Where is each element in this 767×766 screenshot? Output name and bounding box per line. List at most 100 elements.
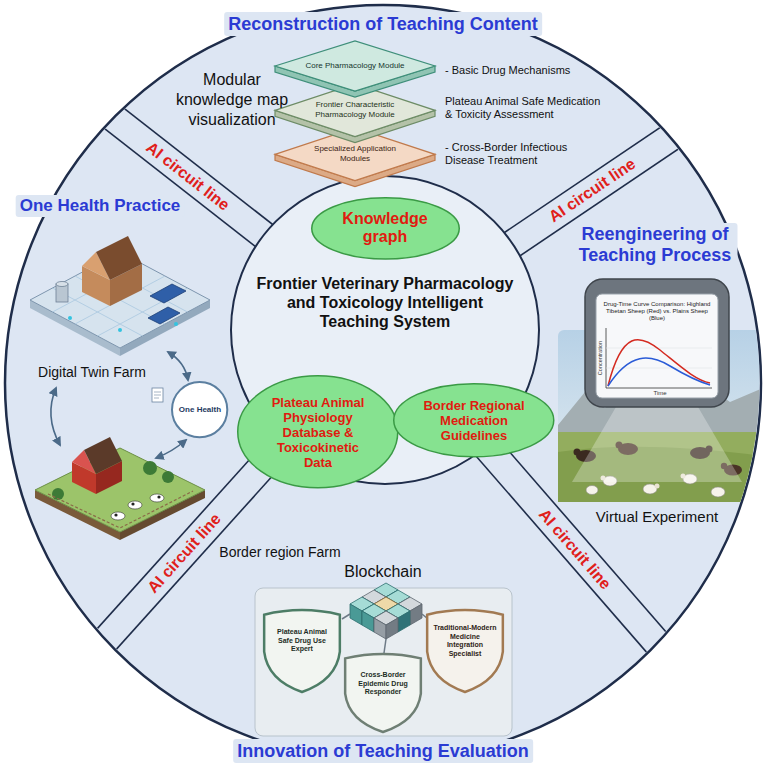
resource-ellipse: Knowledge graph: [311, 197, 460, 260]
label-anchor: Reengineering of Teaching Process: [573, 223, 738, 267]
node-text: One Health: [179, 405, 221, 415]
section-heading: Reengineering of Teaching Process: [573, 223, 738, 267]
vr-scene: [572, 407, 742, 482]
chart-title: Drug-Time Curve Comparison: Highland Tib…: [598, 301, 716, 322]
label-anchor: - Basic Drug Mechanisms: [445, 64, 570, 77]
border-region-farm: [131, 502, 134, 505]
label-anchor: Plateau Animal Safe Medication & Toxicit…: [445, 95, 610, 121]
node-text: Knowledge graph: [335, 210, 435, 246]
node-text: Border Regional Medication Guidelines: [419, 398, 529, 443]
role-shield: Traditional-Modern Medicine Integration …: [422, 608, 508, 692]
band-line: [477, 56, 767, 252]
axis-label: Time: [653, 390, 666, 397]
border-region-farm: [143, 461, 157, 475]
ai-circuit-band: [6, 30, 767, 694]
band-label: AI circuit line: [545, 154, 639, 226]
label-anchor: Concentration: [597, 341, 604, 375]
one-health-arrows: [51, 388, 60, 445]
node-text: Core Pharmacology Module: [305, 61, 404, 71]
border-region-farm: [150, 494, 164, 502]
border-region-farm: [162, 471, 174, 483]
resource-ellipse-outline: [311, 197, 459, 258]
illustration-caption: Virtual Experiment: [596, 508, 718, 526]
vr-scene: [586, 486, 598, 495]
node-text: Specialized Application Modules: [305, 144, 405, 163]
label-anchor: Blockchain: [344, 562, 421, 581]
digital-twin-farm: [30, 236, 210, 356]
resource-ellipse-outline: [394, 384, 554, 457]
blockchain-panel: [255, 588, 512, 736]
vr-headset: [596, 294, 718, 398]
module-layer-outline: [275, 84, 435, 137]
vr-headset: [608, 358, 710, 386]
illustration-caption: Digital Twin Farm: [38, 364, 146, 381]
digital-twin-farm: [118, 328, 122, 332]
digital-twin-farm: [174, 322, 178, 326]
module-note: - Cross-Border Infectious Disease Treatm…: [445, 141, 610, 167]
vr-headset: [585, 279, 729, 407]
module-note: - Basic Drug Mechanisms: [445, 64, 570, 77]
role-shield-outline: [264, 610, 340, 692]
resource-ellipse: Plateau Animal Physiology Database & Tox…: [237, 375, 399, 489]
one-health-arrows: [168, 352, 188, 380]
blockchain-panel: [342, 614, 350, 619]
axis-label: Concentration: [597, 341, 604, 375]
module-note: Plateau Animal Safe Medication & Toxicit…: [445, 95, 610, 121]
vr-headset: [606, 388, 712, 389]
one-health-arrows: [154, 398, 159, 399]
section-heading: Innovation of Teaching Evaluation: [233, 739, 533, 763]
illustration-caption: Blockchain: [344, 562, 421, 581]
node-text: Traditional-Modern Medicine Integration …: [433, 624, 497, 658]
digital-twin-farm: [68, 316, 72, 320]
node-text: Frontier Characteristic Pharmacology Mod…: [305, 100, 405, 119]
one-health-arrows: [156, 440, 186, 458]
band-label: AI circuit line: [144, 509, 225, 596]
role-shield-outline: [427, 610, 503, 692]
node-text: Plateau Animal Physiology Database & Tox…: [263, 395, 373, 470]
vr-scene: [574, 449, 581, 456]
label-anchor: Reconstruction of Teaching Content: [224, 12, 542, 36]
role-shield-outline: [345, 654, 421, 732]
border-region-farm: [157, 495, 160, 498]
border-region-farm: [84, 437, 122, 474]
one-health-circle: One Health: [171, 381, 228, 438]
node-text: Cross-Border Epidemic Drug Responder: [351, 671, 415, 697]
resource-ellipse: Border Regional Medication Guidelines: [393, 383, 555, 458]
vr-headset: [585, 279, 729, 407]
label-anchor: Time: [653, 390, 666, 397]
label-anchor: One Health Practice: [16, 195, 185, 217]
section-heading: One Health Practice: [16, 195, 185, 217]
outer-ring: [5, 5, 761, 761]
vr-scene: [711, 487, 725, 497]
one-health-circle-outline: [172, 382, 227, 437]
digital-twin-farm: [150, 284, 186, 303]
border-region-farm: [128, 501, 142, 509]
one-health-arrows: [154, 392, 161, 393]
digital-twin-farm: [56, 282, 68, 287]
node-text: Plateau Animal Safe Drug Use Expert: [270, 628, 334, 654]
module-layer-outline: [275, 41, 435, 91]
illustration-caption: Border region Farm: [219, 544, 340, 561]
border-region-farm: [48, 491, 193, 528]
node-text: Frontier Veterinary Pharmacology and Tox…: [255, 274, 515, 331]
blockchain-panel: [384, 639, 386, 653]
label-anchor: Border region Farm: [219, 544, 340, 561]
label-anchor: Virtual Experiment: [596, 508, 718, 526]
label-anchor: Digital Twin Farm: [38, 364, 146, 381]
module-layer-outline: [275, 128, 435, 181]
digital-twin-farm: [96, 236, 142, 280]
blockchain-panel: [255, 583, 512, 736]
one-health-arrows: [152, 388, 163, 402]
blockchain-panel: [374, 611, 398, 639]
digital-twin-farm: [148, 307, 180, 324]
core-circle: Frontier Veterinary Pharmacology and Tox…: [230, 175, 540, 485]
vr-scene: [655, 484, 660, 489]
vr-headset: [608, 340, 710, 386]
border-region-farm: [35, 437, 205, 540]
label-anchor: - Cross-Border Infectious Disease Treatm…: [445, 141, 610, 167]
section-heading: Reconstruction of Teaching Content: [224, 12, 542, 36]
label-anchor: Innovation of Teaching Evaluation: [233, 739, 533, 763]
illustration-caption: Modular knowledge map visualization: [172, 70, 292, 130]
